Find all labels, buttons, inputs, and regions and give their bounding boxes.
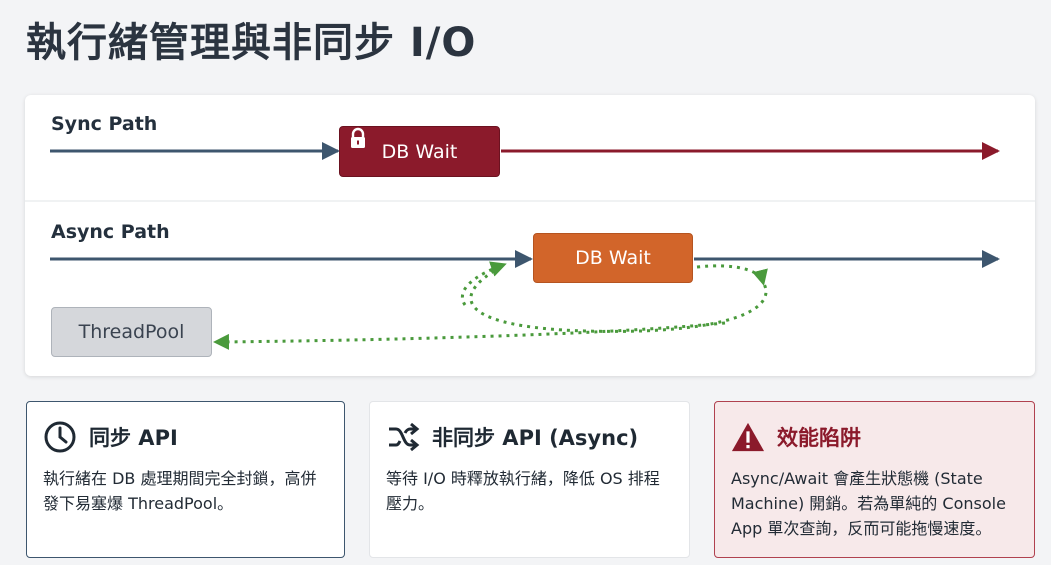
async-loop-right <box>469 265 768 333</box>
shuffle-icon <box>386 420 420 454</box>
threadpool-label: ThreadPool <box>78 321 185 343</box>
async-api-card-body: 等待 I/O 時釋放執行緒，降低 OS 排程壓力。 <box>386 469 660 513</box>
performance-pitfall-card: 效能陷阱 Async/Await 會產生狀態機 (State Machine) … <box>714 401 1035 558</box>
sync-db-wait-label: DB Wait <box>381 140 458 163</box>
performance-pitfall-card-title: 效能陷阱 <box>777 426 861 450</box>
page-title: 執行緒管理與非同步 I/O <box>26 20 477 66</box>
clock-icon <box>43 420 77 454</box>
async-loop-return-arrow <box>696 264 768 286</box>
async-api-card: 非同步 API (Async) 等待 I/O 時釋放執行緒，降低 OS 排程壓力… <box>369 401 690 558</box>
threadpool-return-arrow <box>213 321 726 350</box>
async-path-label: Async Path <box>51 221 170 243</box>
lock-icon <box>351 127 365 148</box>
diagram-arrows <box>25 142 1035 350</box>
sync-api-card-body: 執行緒在 DB 處理期間完全封鎖，高併發下易塞爆 ThreadPool。 <box>43 469 317 513</box>
warning-icon <box>731 420 765 454</box>
async-db-wait-label: DB Wait <box>575 247 651 269</box>
sync-path-label: Sync Path <box>51 113 158 135</box>
sync-api-card-title: 同步 API <box>89 426 178 450</box>
async-db-wait-box: DB Wait <box>533 233 693 283</box>
sync-db-wait-box: DB Wait <box>339 126 500 177</box>
threadpool-box: ThreadPool <box>51 307 212 357</box>
sync-api-card: 同步 API 執行緒在 DB 處理期間完全封鎖，高併發下易塞爆 ThreadPo… <box>26 401 345 558</box>
async-api-card-title: 非同步 API (Async) <box>432 426 639 450</box>
path-diagram: Sync Path Async Path DB Wait DB Wait Thr… <box>25 95 1035 376</box>
async-loop-left-arrow <box>461 261 507 306</box>
performance-pitfall-card-body: Async/Await 會產生狀態機 (State Machine) 開銷。若為… <box>731 469 1006 538</box>
